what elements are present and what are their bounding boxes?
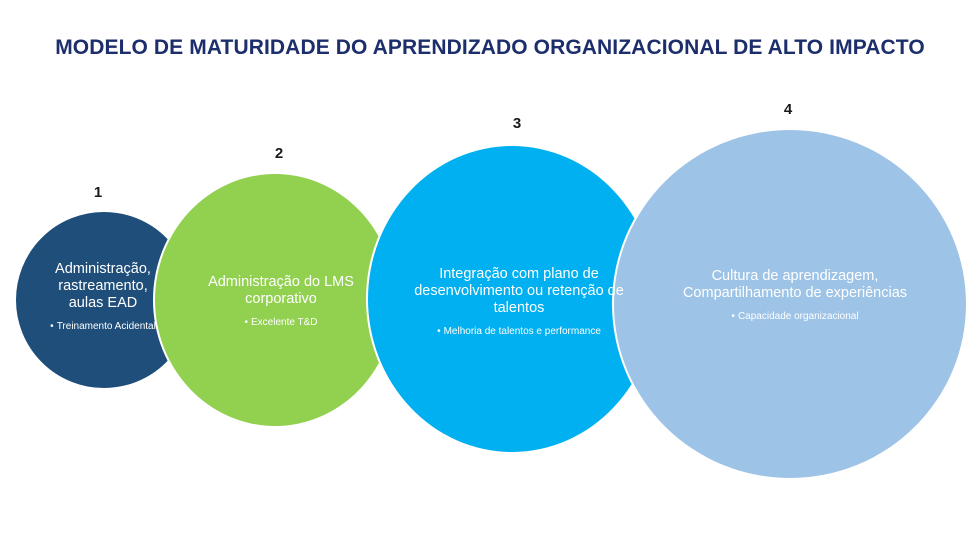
stage-bullet-3: •Melhoria de talentos e performance: [410, 325, 628, 338]
stage-bullet-1: •Treinamento Acidental: [40, 320, 166, 333]
stage-text-3: Integração com plano de desenvolvimento …: [410, 266, 628, 338]
stage-circle-2: [153, 172, 397, 428]
page-title: MODELO DE MATURIDADE DO APRENDIZADO ORGA…: [55, 36, 925, 59]
stage-label-4: Cultura de aprendizagem, Compartilhament…: [682, 268, 908, 301]
bullet-icon: •: [244, 317, 248, 328]
stage-text-4: Cultura de aprendizagem, Compartilhament…: [680, 268, 910, 323]
stage-number-2: 2: [274, 145, 284, 162]
stage-bullet-text-1: Treinamento Acidental: [56, 321, 156, 332]
stage-label-3: Integração com plano de desenvolvimento …: [414, 266, 624, 316]
stage-label-2: Administração do LMS corporativo: [208, 274, 354, 307]
stage-number-4: 4: [783, 101, 793, 118]
stage-bullet-text-2: Excelente T&D: [251, 317, 318, 328]
stage-text-1: Administração, rastreamento, aulas EAD •…: [40, 261, 166, 333]
bullet-icon: •: [50, 321, 54, 332]
stage-number-1: 1: [93, 184, 103, 201]
stage-bullet-2: •Excelente T&D: [196, 316, 366, 329]
bullet-icon: •: [731, 311, 735, 322]
bullet-icon: •: [437, 326, 441, 337]
stage-bullet-text-4: Capacidade organizacional: [737, 311, 859, 322]
stage-text-2: Administração do LMS corporativo •Excele…: [196, 274, 366, 329]
stage-circle-3: [366, 144, 658, 454]
stage-bullet-4: •Capacidade organizacional: [680, 310, 910, 323]
stage-label-1: Administração, rastreamento, aulas EAD: [55, 261, 151, 311]
stage-bullet-text-3: Melhoria de talentos e performance: [443, 326, 601, 337]
stage-number-3: 3: [512, 115, 522, 132]
stage-circle-4: [612, 128, 968, 480]
